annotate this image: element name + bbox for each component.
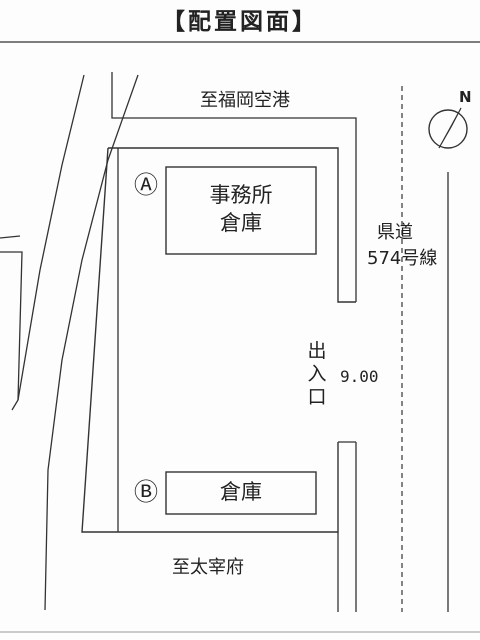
building-a-label-line2: 倉庫 xyxy=(220,211,262,235)
to-fukuoka-airport-label: 至福岡空港 xyxy=(200,90,290,111)
building-b-label: 倉庫 xyxy=(166,478,316,506)
entrance-char-3: 口 xyxy=(307,386,327,408)
entrance-width-label: 9.00 xyxy=(340,367,379,386)
to-dazaifu-label: 至太宰府 xyxy=(172,557,244,578)
left-lot-corner xyxy=(0,251,23,401)
left-road-inner-line xyxy=(44,74,139,611)
prefectural-road-label-line2: 574号線 xyxy=(367,248,438,269)
north-arrow xyxy=(428,107,468,149)
building-b-label-line1: 倉庫 xyxy=(220,480,262,504)
entrance-char-1: 出 xyxy=(307,340,327,362)
building-a-label: 事務所 倉庫 xyxy=(166,181,316,237)
north-road-boundary xyxy=(111,72,357,302)
site-boundary xyxy=(81,147,356,533)
building-a-marker: Ⓐ xyxy=(134,171,158,199)
left-road-outer-line xyxy=(11,74,85,411)
entrance-char-2: 入 xyxy=(307,363,327,385)
north-label: N xyxy=(459,88,472,106)
north-arrow-tail xyxy=(438,107,462,149)
entrance-label: 出 入 口 xyxy=(306,340,328,409)
page-title: 【配置図面】 xyxy=(162,9,318,35)
building-b xyxy=(165,471,317,515)
building-a xyxy=(165,166,317,255)
north-arrow-circle xyxy=(428,109,468,149)
left-road-stub xyxy=(0,235,21,239)
building-b-marker: Ⓑ xyxy=(134,478,158,506)
prefectural-road-label-line1: 県道 xyxy=(377,222,413,243)
building-a-label-line1: 事務所 xyxy=(209,183,273,207)
